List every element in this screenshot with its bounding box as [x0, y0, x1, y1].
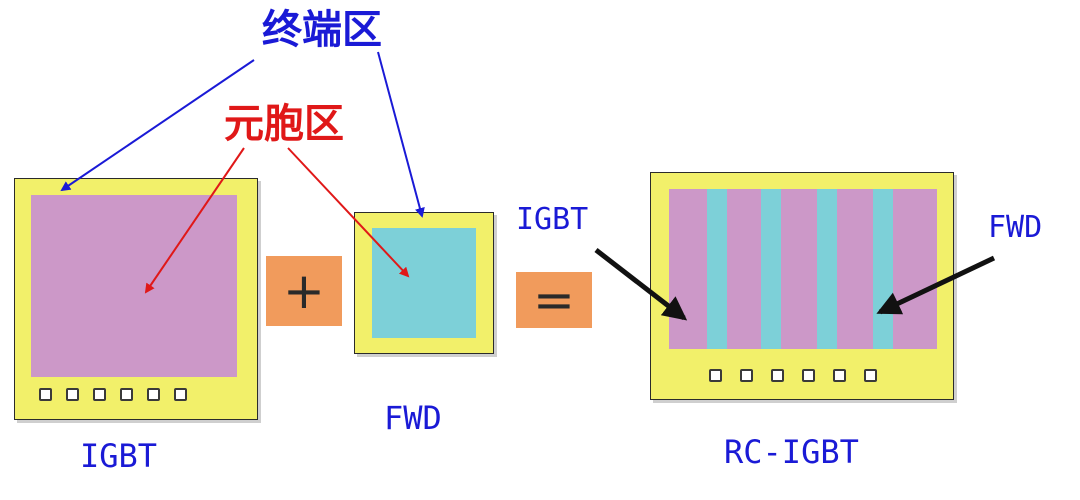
bond-pad — [864, 369, 877, 382]
igbt-chip — [14, 178, 258, 420]
bond-pad — [66, 388, 79, 401]
bond-pad — [802, 369, 815, 382]
igbt-cell-region — [31, 195, 237, 377]
termination-region-label: 终端区 — [262, 7, 382, 53]
bond-pad — [93, 388, 106, 401]
equals-sign: = — [533, 271, 575, 329]
bond-pad — [709, 369, 722, 382]
rcigbt-chip — [650, 172, 954, 400]
fwd-pointer-label: FWD — [988, 210, 1043, 245]
fwd-stripe — [761, 189, 781, 349]
bond-pad — [147, 388, 160, 401]
bond-pad — [833, 369, 846, 382]
fwd-chip — [354, 212, 494, 354]
bond-pad — [39, 388, 52, 401]
equals-operator: = — [516, 271, 592, 329]
plus-operator: + — [266, 256, 342, 326]
blue-arrow-to-fwd-termination — [377, 51, 425, 218]
igbt-caption: IGBT — [80, 437, 158, 475]
fwd-stripe — [817, 189, 837, 349]
fwd-cell-region — [372, 228, 476, 338]
bond-pad — [174, 388, 187, 401]
bond-pad — [740, 369, 753, 382]
bond-pad — [771, 369, 784, 382]
rcigbt-caption: RC-IGBT — [724, 433, 859, 471]
fwd-caption: FWD — [384, 399, 442, 437]
cell-region-label: 元胞区 — [224, 101, 344, 147]
black-arrow-to-igbt-stripe — [594, 248, 688, 321]
red-arrow-to-fwd-cells — [287, 147, 410, 278]
igbt-pointer-label: IGBT — [516, 202, 589, 237]
rcigbt-pads — [709, 369, 877, 382]
black-arrow-to-fwd-stripe — [876, 255, 996, 315]
igbt-pads — [39, 388, 187, 401]
bond-pad — [120, 388, 133, 401]
red-arrow-to-igbt-cells — [144, 147, 245, 294]
plus-sign: + — [283, 262, 325, 320]
blue-arrow-to-igbt-termination — [60, 59, 255, 192]
fwd-stripe — [707, 189, 727, 349]
